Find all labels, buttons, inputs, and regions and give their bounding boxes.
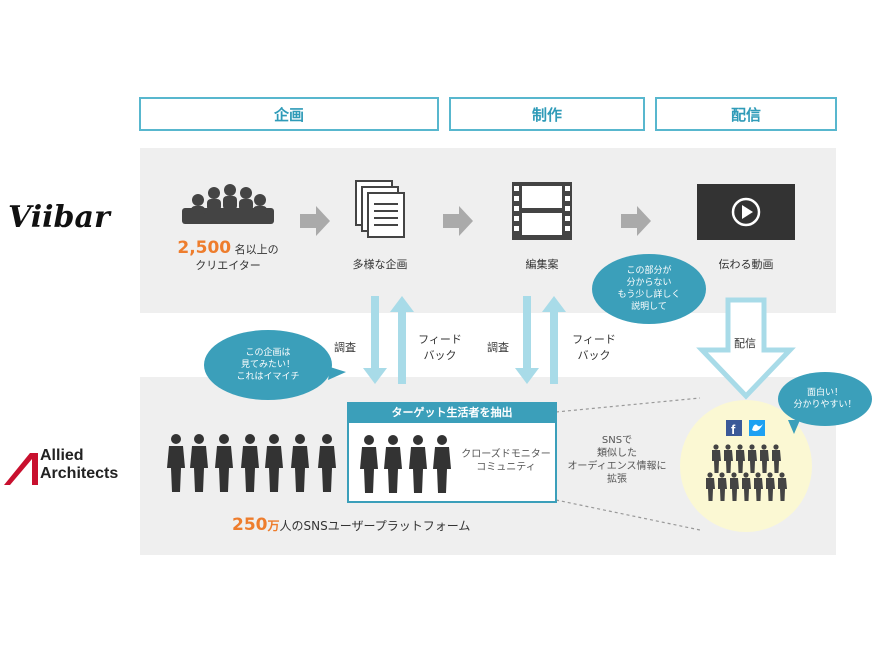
viibar-logo-text: Viibar [8, 200, 110, 235]
feedback-1-line1: フィード [418, 333, 462, 346]
feedback-2-line2: バック [577, 349, 611, 362]
phase-plan-label: 企画 [273, 105, 304, 124]
plan-bubble-line2: 見てみたい！ [240, 360, 295, 370]
target-title: ターゲット生活者を抽出 [391, 406, 513, 419]
closed-community-label: クローズドモニター コミュニティ [460, 448, 552, 474]
allied-logo-line1: Allied [40, 447, 84, 464]
creators-count: 2,500 [177, 238, 232, 258]
video-icon [697, 184, 795, 240]
sns-line2: 類似した [597, 448, 637, 459]
creators-icon [182, 184, 274, 224]
closed-line1: クローズドモニター [461, 449, 551, 460]
sns-line1: SNSで [601, 435, 633, 446]
flow-arrows [300, 206, 651, 236]
sns-expand-label: SNSで 類似した オーディエンス情報に 拡張 [562, 434, 672, 486]
reaction-bubble-line2: 分かりやすい！ [793, 400, 857, 410]
part-bubble-line1: この部分が [626, 266, 672, 276]
audience-circle [680, 400, 812, 532]
feedback-label-2: フィード バック [566, 332, 622, 364]
sns-line3: オーディエンス情報に [567, 461, 667, 472]
crowd-large [167, 434, 336, 492]
plans-label: 多様な企画 [352, 258, 408, 271]
closed-line2: コミュニティ [476, 462, 536, 473]
sns-line4: 拡張 [607, 474, 627, 485]
users-unit: 万 [267, 519, 280, 533]
video-label: 伝わる動画 [718, 258, 774, 271]
svg-text:f: f [731, 422, 736, 437]
phase-delivery-label: 配信 [730, 105, 761, 124]
part-feedback-bubble: この部分が 分からない もう少し詳しく 説明して [592, 254, 706, 324]
delivery-label: 配信 [734, 337, 756, 350]
allied-logo: Allied Architects [0, 445, 140, 490]
platform-caption: 250万人のSNSユーザープラットフォーム [232, 515, 470, 535]
film-icon [512, 182, 572, 240]
creators-suffix: 名以上の [234, 243, 279, 256]
creators-label: 2,500 名以上の クリエイター [158, 240, 298, 274]
reaction-bubble: 面白い！ 分かりやすい！ [778, 372, 872, 426]
feedback-label-1: フィード バック [412, 332, 468, 364]
survey-label-2: 調査 [487, 341, 509, 354]
feedback-2-line1: フィード [572, 333, 616, 346]
allied-logo-mark [4, 453, 38, 485]
survey-label-1: 調査 [334, 341, 356, 354]
part-bubble-line3: もう少し詳しく [617, 290, 681, 300]
phase-production: 制作 [449, 97, 645, 131]
reaction-bubble-line1: 面白い！ [806, 388, 843, 398]
plan-bubble-line3: これはイマイチ [236, 372, 300, 382]
users-count: 250 [232, 515, 268, 535]
users-suffix: 人のSNSユーザープラットフォーム [279, 519, 471, 533]
delivery-arrow [696, 297, 796, 400]
phase-plan: 企画 [139, 97, 439, 131]
vertical-arrows [363, 296, 566, 384]
feedback-1-line2: バック [423, 349, 457, 362]
part-bubble-line4: 説明して [631, 302, 667, 312]
part-bubble-line2: 分からない [626, 278, 672, 288]
phase-delivery: 配信 [655, 97, 837, 131]
edit-label: 編集案 [525, 258, 559, 271]
plan-feedback-bubble: この企画は 見てみたい！ これはイマイチ [204, 330, 332, 400]
documents-icon [355, 180, 405, 238]
creators-label2: クリエイター [195, 259, 261, 272]
phase-production-label: 制作 [531, 105, 562, 124]
allied-logo-line2: Architects [40, 465, 119, 482]
viibar-logo: Viibar [8, 200, 110, 235]
facebook-icon [726, 420, 742, 436]
plan-bubble-line1: この企画は [245, 348, 291, 358]
